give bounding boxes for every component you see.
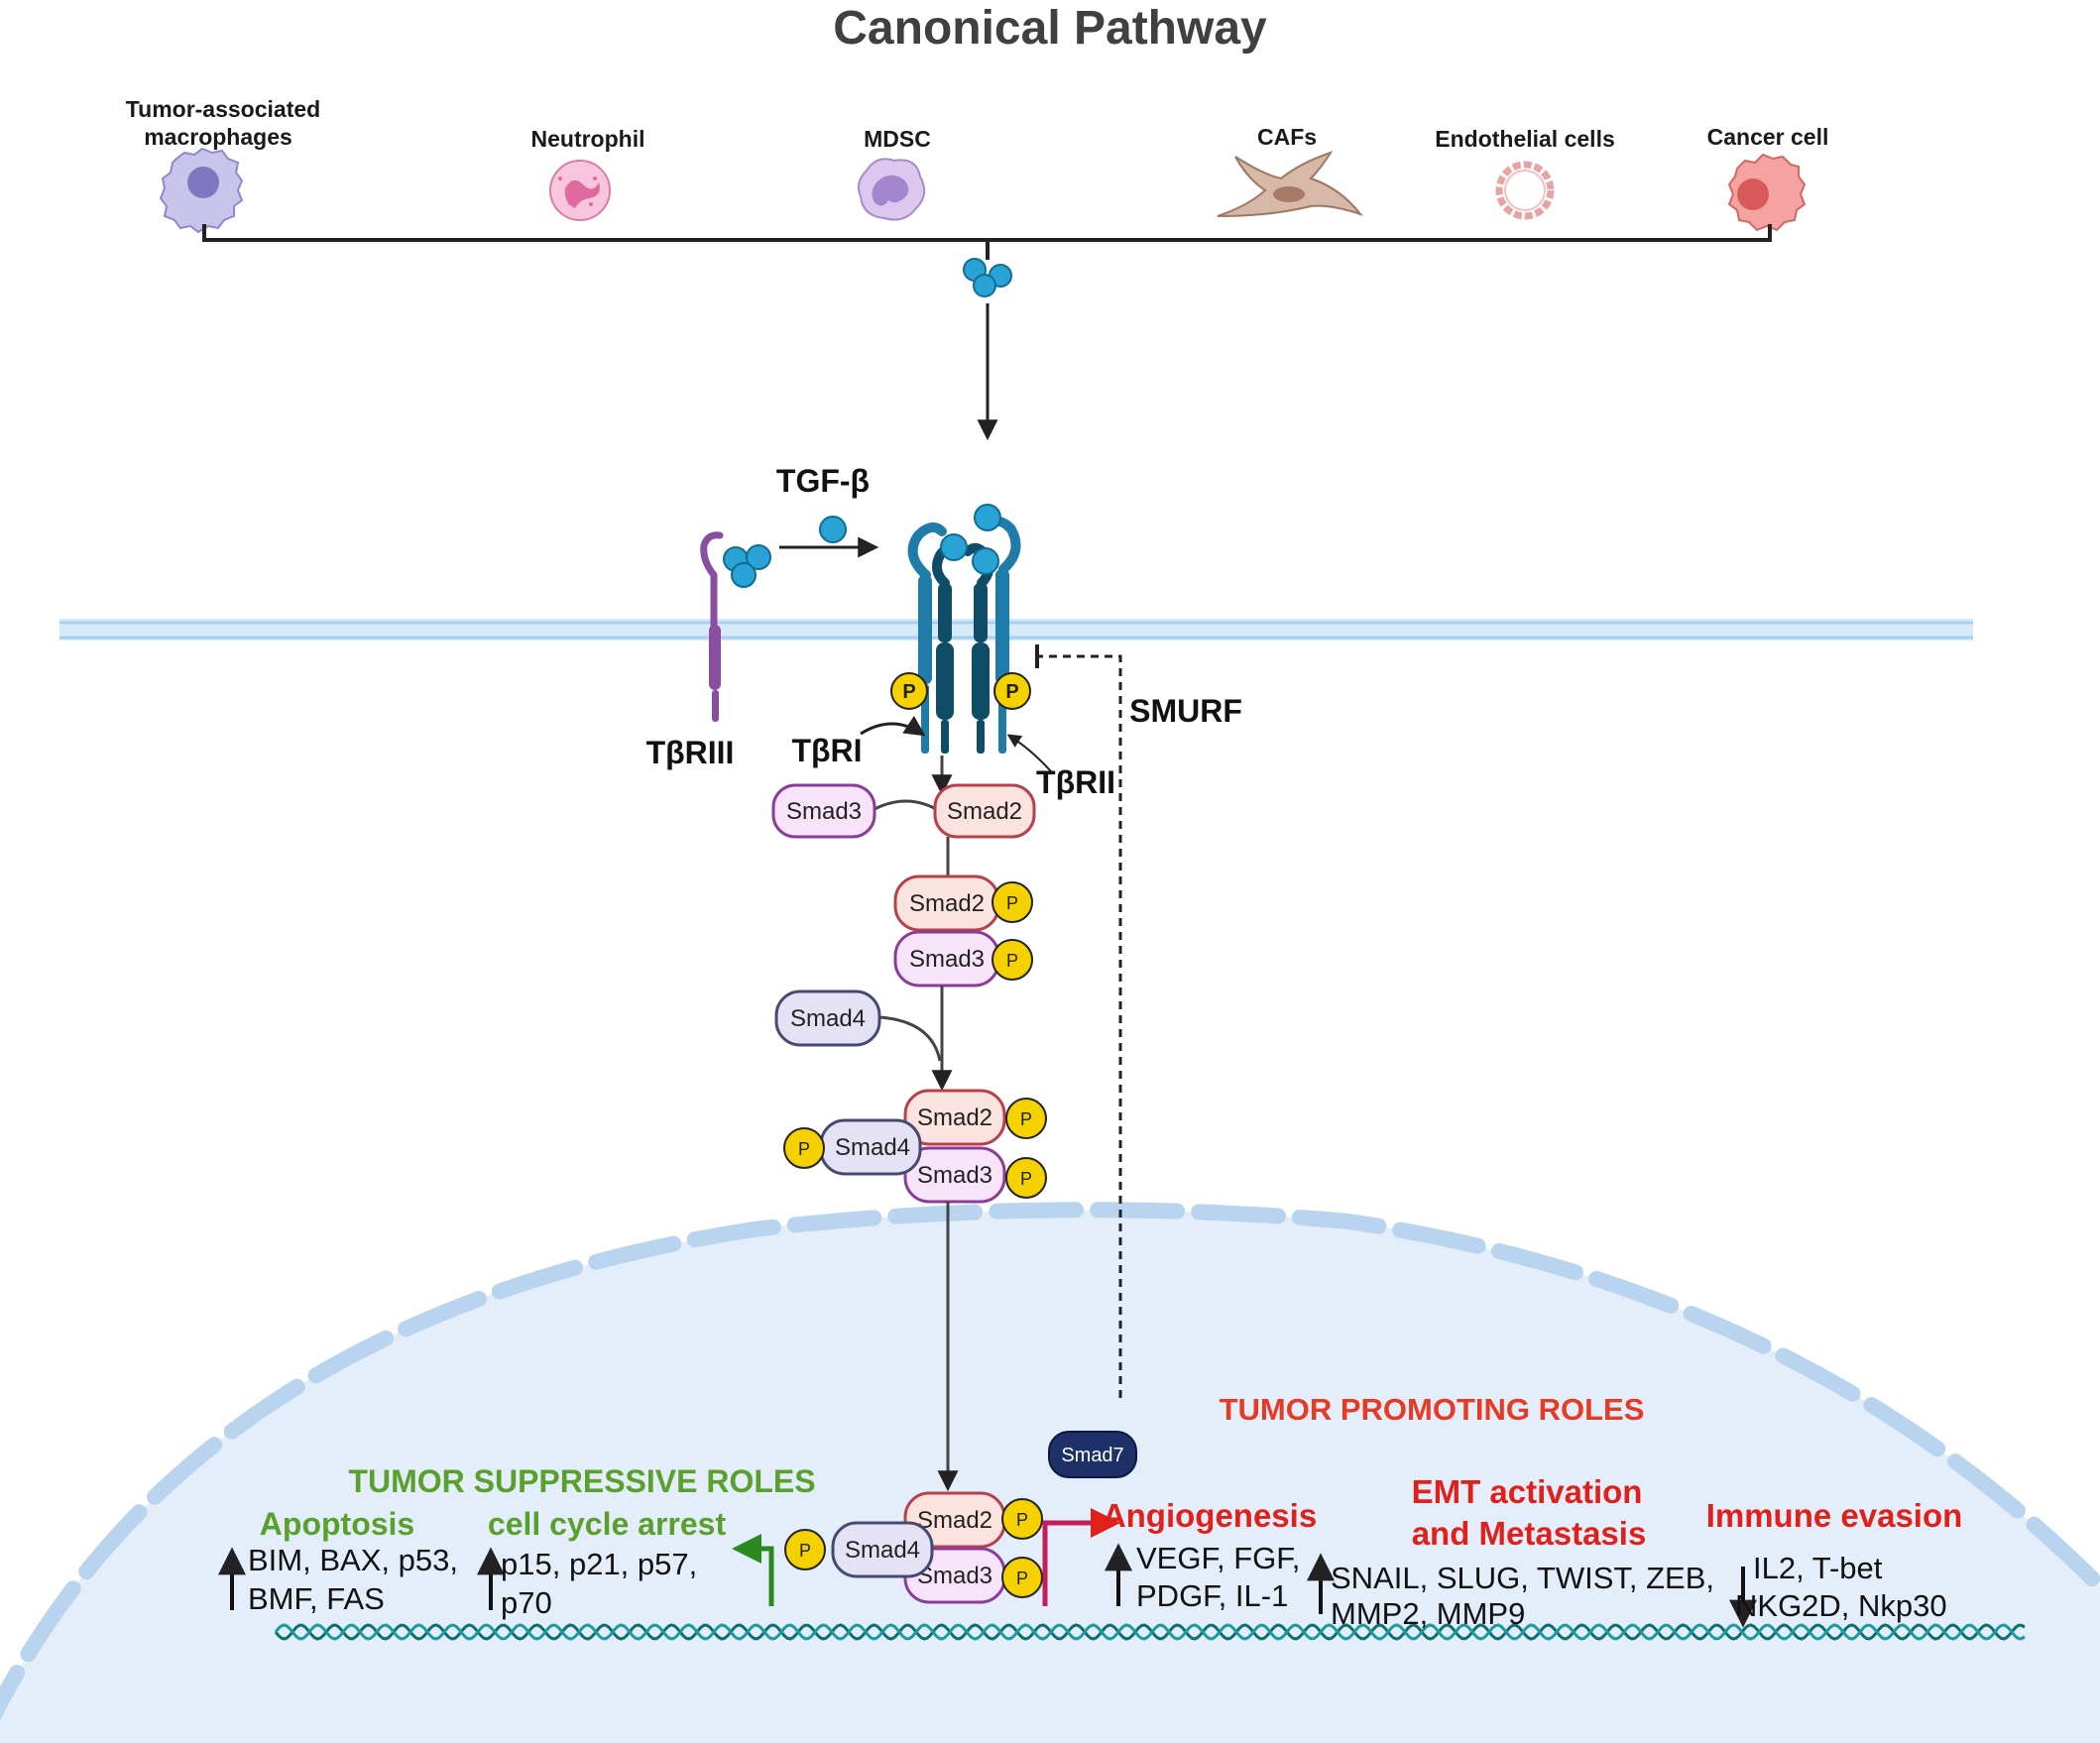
receptor-phospho-right: P: [993, 672, 1031, 710]
smad-cascade: Smad3 Smad2 Smad2 P Smad3 P Smad4: [771, 755, 1137, 1604]
smad4-label: Smad4: [790, 1005, 866, 1032]
smad7-box: Smad7: [1048, 1431, 1137, 1478]
smad2-label: Smad2: [917, 1507, 992, 1534]
smad4-join-arrow: [878, 1015, 942, 1062]
tbrii-label: TβRII: [1036, 764, 1115, 800]
psmad3-box: Smad3 P: [893, 930, 1033, 988]
cell-endothelial: Endothelial cells: [1435, 126, 1615, 220]
smurf-inhibition-line: [1037, 654, 1122, 1398]
tbriii-label: TβRIII: [646, 735, 735, 770]
phospho-label: P: [1006, 951, 1018, 971]
promoting-title: TUMOR PROMOTING ROLES: [1220, 1392, 1645, 1427]
endothelial-cell-icon: [1495, 161, 1555, 220]
tgf-beta-ligand-cluster-icon: [963, 258, 1012, 297]
mdsc-icon: [858, 158, 926, 221]
smad2-label: Smad2: [909, 890, 985, 917]
apoptosis-title: Apoptosis: [260, 1506, 414, 1542]
smurf-label: SMURF: [1129, 693, 1242, 729]
emt-title-line: and Metastasis: [1412, 1515, 1647, 1552]
phospho-label: P: [1016, 1510, 1028, 1530]
caf-icon: [1217, 151, 1363, 217]
cell-label-line: Cancer cell: [1707, 124, 1829, 150]
free-ligand-icon: [819, 516, 847, 543]
suppressive-transcription-arrow: [732, 1534, 774, 1606]
cell-label-line: Tumor-associated: [126, 96, 320, 122]
smad-trimer-complex: Smad2 P Smad3 P Smad4 P: [783, 1089, 1047, 1204]
immune-evasion-title: Immune evasion: [1706, 1497, 1963, 1534]
phospho-label: P: [902, 681, 915, 703]
tbri-arrow: [860, 715, 926, 737]
smad3-box: Smad3: [771, 783, 876, 839]
apoptosis-genes-line: BMF, FAS: [248, 1581, 385, 1616]
phospho-label: P: [1020, 1109, 1032, 1129]
receptor-phospho-left: P: [890, 672, 928, 710]
apoptosis-genes-line: BIM, BAX, p53,: [248, 1543, 458, 1577]
immune-genes-line: NKG2D, Nkp30: [1735, 1588, 1947, 1623]
tbri-receptor-icon: [931, 542, 994, 754]
suppressive-title: TUMOR SUPPRESSIVE ROLES: [348, 1463, 815, 1499]
cell-membrane: [59, 619, 1973, 640]
smad-link: [874, 799, 937, 811]
cell-mdsc: MDSC: [858, 126, 931, 221]
cell-cafs: CAFs: [1217, 124, 1363, 217]
angiogenesis-genes-line: VEGF, FGF,: [1136, 1541, 1300, 1575]
nucleus: [0, 1202, 2100, 1743]
cell-cancer: Cancer cell: [1707, 124, 1829, 232]
cell-label-line: CAFs: [1257, 124, 1317, 150]
cell-macrophage: Tumor-associated macrophages: [126, 96, 320, 234]
macrophage-icon: [159, 147, 244, 234]
smad2-label: Smad2: [947, 798, 1022, 825]
phospho-label: P: [1005, 681, 1018, 703]
smad4-label: Smad4: [845, 1537, 920, 1564]
cancer-cell-icon: [1727, 153, 1807, 232]
cell-label-line: Endothelial cells: [1435, 126, 1615, 152]
angiogenesis-title: Angiogenesis: [1103, 1497, 1317, 1534]
cell-bracket: [202, 224, 1772, 242]
phospho-label: P: [1006, 893, 1018, 913]
smad3-label: Smad3: [786, 798, 862, 825]
smad2-label: Smad2: [917, 1104, 992, 1131]
cell-cycle-genes-line: p70: [501, 1585, 552, 1620]
tbriii-bound-ligand-icon: [723, 544, 771, 588]
cell-label-line: macrophages: [144, 124, 292, 150]
neutrophil-icon: [549, 160, 611, 221]
receptor-bound-ligands-icon: [940, 504, 1001, 575]
immune-genes-line: IL2, T-bet: [1753, 1551, 1883, 1585]
cell-neutrophil: Neutrophil: [531, 126, 645, 221]
tbriii-receptor-icon: [700, 531, 724, 722]
phospho-label: P: [798, 1139, 810, 1159]
cell-label-line: Neutrophil: [531, 126, 645, 152]
phospho-label: P: [1016, 1569, 1028, 1588]
psmad2-box: Smad2 P: [893, 874, 1033, 932]
nuclear-smad-complex: Smad2 P Smad3 P Smad4 P: [784, 1491, 1043, 1604]
phospho-label: P: [799, 1541, 811, 1561]
smad4-label: Smad4: [835, 1134, 910, 1161]
cell-types-row: Tumor-associated macrophages Neutrophil …: [126, 96, 1829, 441]
receptor-complex: TGF-β P: [646, 463, 1242, 1398]
smad2-box: Smad2: [933, 783, 1036, 839]
smad4-box: Smad4: [774, 989, 881, 1047]
smad3-label: Smad3: [917, 1162, 992, 1189]
tbrii-receptor-icon: [907, 516, 1021, 754]
cell-label-line: MDSC: [864, 126, 931, 152]
emt-genes-line: MMP2, MMP9: [1331, 1596, 1525, 1631]
tgf-beta-label: TGF-β: [776, 463, 870, 499]
smad3-label: Smad3: [917, 1563, 992, 1589]
cell-cycle-genes-line: p15, p21, p57,: [501, 1547, 697, 1581]
smad3-label: Smad3: [909, 946, 985, 973]
cell-cycle-title: cell cycle arrest: [488, 1506, 727, 1542]
angiogenesis-genes-line: PDGF, IL-1: [1136, 1578, 1288, 1613]
tumor-suppressive-section: TUMOR SUPPRESSIVE ROLES Apoptosis cell c…: [218, 1463, 816, 1620]
tumor-promoting-section: TUMOR PROMOTING ROLES Angiogenesis VEGF,…: [1103, 1392, 1962, 1631]
tbrii-arrow: [1006, 734, 1052, 772]
tbri-label: TβRI: [791, 733, 862, 768]
smad7-label: Smad7: [1061, 1445, 1123, 1466]
phospho-label: P: [1020, 1169, 1032, 1189]
page-title: Canonical Pathway: [833, 2, 1267, 55]
promoting-transcription-arrow: [1042, 1508, 1120, 1606]
emt-title-line: EMT activation: [1412, 1473, 1643, 1510]
emt-genes-line: SNAIL, SLUG, TWIST, ZEB,: [1331, 1561, 1714, 1595]
